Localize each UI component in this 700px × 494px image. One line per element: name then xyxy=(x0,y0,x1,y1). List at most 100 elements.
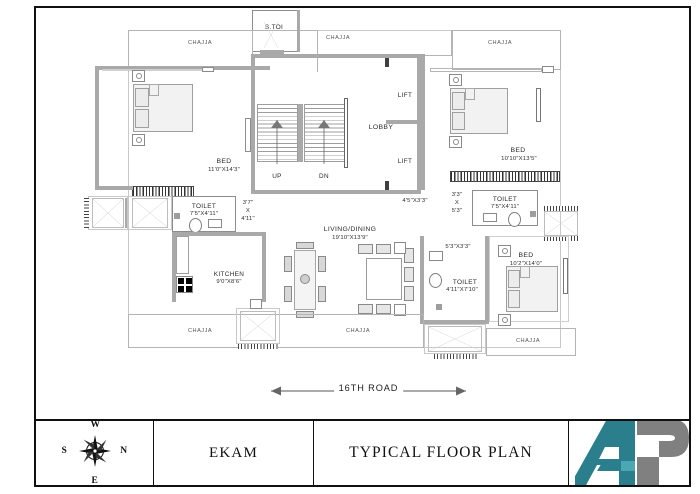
toilet-left-dimension: 7'5"X4'11" xyxy=(189,211,219,217)
chajja-top-right-slab xyxy=(452,30,561,70)
stair-flight-up xyxy=(257,104,298,162)
chajja-bottom-left-label: CHAJJA xyxy=(188,328,213,334)
bed-left-wall-top xyxy=(95,66,270,70)
bed-br-lamp-top xyxy=(502,248,508,254)
sofa-bottom-1 xyxy=(358,304,373,314)
kitchen-wall-right xyxy=(262,232,266,302)
kitchen-burner-3 xyxy=(178,286,184,292)
lift-lower-name: LIFT xyxy=(397,158,413,165)
duct-left-dim-3: 4'11" xyxy=(241,216,255,222)
bed-tr-side-window xyxy=(536,88,541,122)
toilet-right-wc xyxy=(508,212,521,227)
lift-door-upper xyxy=(385,58,389,67)
chajja-bottom-mid-label: CHAJJA xyxy=(346,328,371,334)
shaft-right-glass xyxy=(544,211,578,236)
kitchen-counter-left xyxy=(176,236,189,274)
left-outer-shaft-glass xyxy=(92,198,124,228)
lift-lobby-glazing xyxy=(245,118,251,152)
toilet-center-wall-right xyxy=(485,236,489,324)
bed-left-window xyxy=(102,69,202,71)
bed-tr-window-frame xyxy=(542,66,554,73)
bed-left-headboard xyxy=(149,84,159,96)
road-annotation: 16TH ROAD xyxy=(261,382,476,398)
chajja-bottom-right-label: CHAJJA xyxy=(516,338,541,344)
living-name: LIVING/DINING xyxy=(323,226,377,233)
kitchen-burner-2 xyxy=(186,278,192,284)
toilet-right-shower-tray xyxy=(530,211,536,217)
bed-tr-window-top xyxy=(430,68,542,72)
side-table-bottom xyxy=(394,304,406,316)
toilet-right-name: TOILET xyxy=(492,196,518,203)
compass-label-north: N xyxy=(120,446,128,456)
duct-right-dim-2: X xyxy=(454,200,460,206)
bed-tr-headboard xyxy=(465,88,475,100)
sofa-bottom-2 xyxy=(376,304,391,314)
balcony-bottom-center-glass xyxy=(428,326,482,352)
kitchen-burner-1 xyxy=(178,278,184,284)
kitchen-wall-left xyxy=(172,232,176,302)
dining-chair-left-2 xyxy=(284,286,292,302)
lift-door-lower xyxy=(385,181,389,190)
toilet-right-room xyxy=(472,190,538,226)
core-wall-left xyxy=(251,54,255,190)
toilet-center-wall-left xyxy=(420,236,424,324)
kitchen-wall-top xyxy=(172,232,266,236)
toilet-left-room xyxy=(172,196,236,232)
sofa-top-1 xyxy=(358,244,373,254)
bed-br-headboard xyxy=(520,266,530,278)
bed-tr-dimension: 10'10"X13'5" xyxy=(501,156,537,162)
sofa-side-3 xyxy=(404,286,414,301)
stair-up-label: UP xyxy=(272,173,282,180)
dining-chair-top xyxy=(296,242,314,249)
shaft-right-grill-bottom xyxy=(544,236,578,241)
chajja-top-left-slab xyxy=(128,30,318,72)
sofa-side-2 xyxy=(404,267,414,282)
core-wall-bottom xyxy=(251,190,421,194)
chajja-top-left-label: CHAJJA xyxy=(188,40,213,46)
bed-br-lamp-bottom xyxy=(502,317,508,323)
left-outer-shaft-grill xyxy=(84,198,89,228)
stair-railing xyxy=(344,98,348,168)
chajja-top-right-label: CHAJJA xyxy=(488,40,513,46)
road-label: 16TH ROAD xyxy=(333,383,404,393)
project-name: EKAM xyxy=(209,444,258,461)
duct-left-grill xyxy=(123,198,128,228)
duct-left-dim-2: X xyxy=(245,208,251,214)
compass-label-east: E xyxy=(91,475,99,486)
lift-divider-wall xyxy=(386,120,424,124)
bed-tr-lamp-top xyxy=(453,77,459,83)
floor-plan-drawing: CHAJJA S.TOI CHAJJA CHAJJA BED 11'0"X14'… xyxy=(36,8,689,418)
toilet-center-basin xyxy=(429,251,443,261)
logo-cell xyxy=(569,421,689,485)
stair-direction-arrows xyxy=(271,120,330,164)
ap-logo-icon xyxy=(575,421,689,485)
lobby-name: LOBBY xyxy=(368,124,394,131)
entry-shaft-glass xyxy=(240,311,276,341)
kitchen-name: KITCHEN xyxy=(213,271,245,278)
balcony-bottom-center-grill xyxy=(434,354,478,359)
toilet-center-wall-bottom xyxy=(420,320,489,324)
entry-shaft-grill xyxy=(238,344,278,349)
toilet-left-wc xyxy=(189,218,202,233)
toilet-center-dimension: 4'11"X7'10" xyxy=(446,287,478,293)
toilet-left-name: TOILET xyxy=(191,203,217,210)
bed-left-pillow-2 xyxy=(135,109,149,128)
bed-tr-lamp-bottom xyxy=(453,139,459,145)
shaft-right-grill-top xyxy=(544,206,578,211)
bed-br-pillow-1 xyxy=(508,270,520,288)
dining-table-center xyxy=(300,274,310,284)
living-dimension: 19'10"X13'9" xyxy=(332,235,368,241)
toilet-center-name: TOILET xyxy=(452,279,478,286)
compass-cell: N S W E xyxy=(36,420,154,486)
duct-left-dim-1: 3'7" xyxy=(242,200,254,206)
bed-br-name: BED xyxy=(518,252,534,259)
duct-lobby-dimension: 4'5"X3'3" xyxy=(402,198,428,204)
toilet-center-wc xyxy=(429,273,442,288)
duct-right-dim-1: 3'3" xyxy=(451,192,463,198)
lift-upper-name: LIFT xyxy=(397,92,413,99)
chajja-bottom-right-slab xyxy=(486,328,576,356)
compass-rose: N S W E xyxy=(62,420,128,486)
stair-mid-landing-wall xyxy=(298,104,303,162)
drawing-title: TYPICAL FLOOR PLAN xyxy=(349,444,533,461)
